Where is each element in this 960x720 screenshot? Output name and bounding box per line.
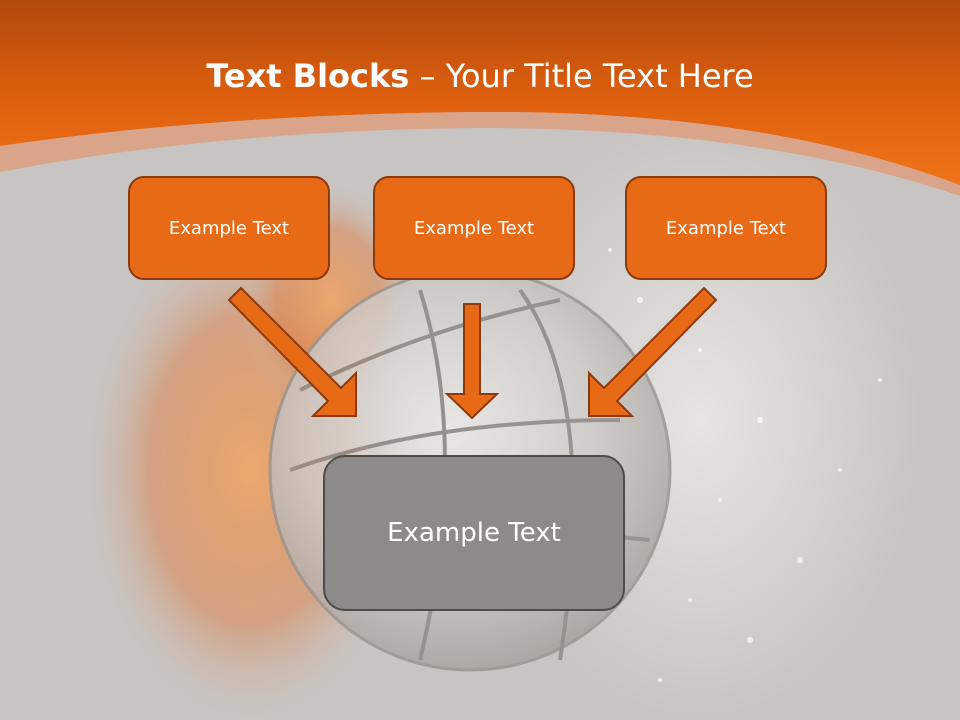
title-rest: Your Title Text Here — [445, 57, 754, 95]
text-block-2[interactable]: Example Text — [373, 176, 575, 280]
title-bold: Text Blocks — [206, 57, 410, 95]
text-block-3[interactable]: Example Text — [625, 176, 827, 280]
title-separator: – — [419, 57, 436, 95]
text-block-bottom[interactable]: Example Text — [323, 455, 625, 611]
text-block-1[interactable]: Example Text — [128, 176, 330, 280]
slide-title: Text Blocks – Your Title Text Here — [0, 54, 960, 98]
